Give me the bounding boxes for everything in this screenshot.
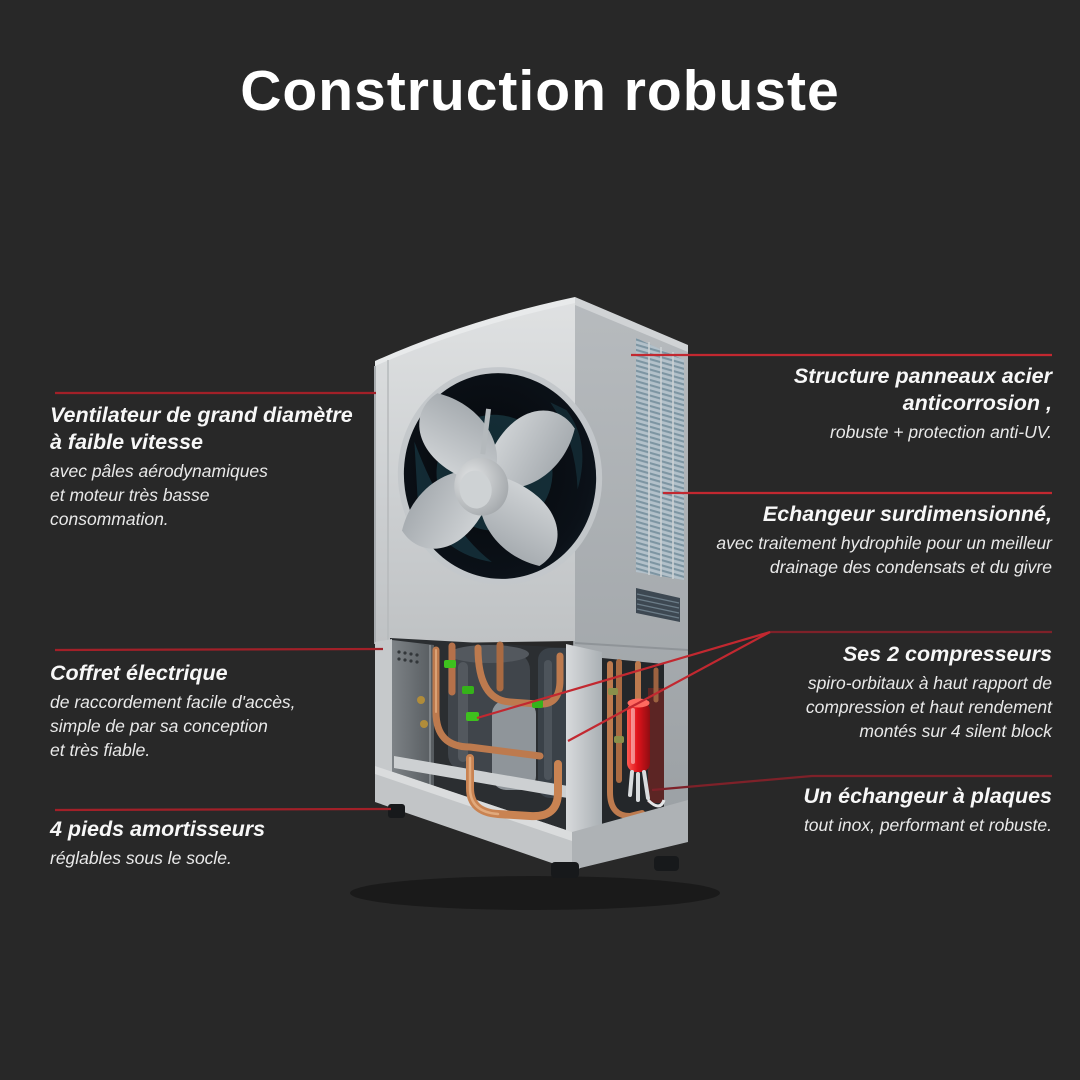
annotation-body: de raccordement facile d'accès, simple d…	[50, 692, 296, 761]
corner-post-left	[375, 639, 392, 800]
top-edge-side	[575, 297, 688, 352]
annotation-heading: Coffret électrique	[50, 661, 228, 685]
annotation-body: robuste + protection anti-UV.	[830, 422, 1052, 443]
leader-feet	[54, 807, 392, 812]
electrical-box	[392, 640, 434, 786]
annotation-heading: 4 pieds amortisseurs	[50, 817, 266, 841]
leader-lines	[54, 353, 1052, 812]
mounting-rail	[394, 756, 568, 798]
annotation-heading: Echangeur surdimensionné,	[762, 502, 1052, 526]
annotation-heading: Structure panneaux acier anticorrosion ,	[793, 364, 1052, 416]
annotation-heading: Ventilateur de grand diamètre à faible v…	[50, 403, 353, 455]
red-receiver	[627, 698, 650, 802]
annotation-heading: Ses 2 compresseurs	[842, 642, 1052, 666]
annotation-heading: Un échangeur à plaques	[803, 784, 1052, 808]
side-opening	[602, 658, 666, 848]
fan-blades	[402, 393, 575, 567]
fan	[397, 367, 603, 585]
annotation-fan: Ventilateur de grand diamètre à faible v…	[50, 402, 353, 532]
base-feet	[388, 804, 679, 878]
leader-electrical-box	[54, 647, 384, 652]
annotation-plate-exchanger: Un échangeur à plaques tout inox, perfor…	[803, 783, 1052, 837]
annotation-compressors: Ses 2 compresseurs spiro-orbitaux à haut…	[806, 641, 1052, 744]
leader-compressor-2	[567, 631, 771, 742]
annotation-body: spiro-orbitaux à haut rapport de compres…	[805, 673, 1052, 742]
air-grille	[636, 338, 684, 580]
copper-pipe	[607, 661, 645, 820]
page-title: Construction robuste	[240, 59, 840, 123]
copper-pipes	[432, 641, 564, 821]
corner-post-right	[566, 644, 602, 877]
floor-shadow	[350, 876, 720, 910]
annotation-body: réglables sous le socle.	[50, 848, 232, 869]
annotation-feet: 4 pieds amortisseurs réglables sous le s…	[50, 816, 265, 870]
leader-compressor-1	[476, 630, 771, 720]
annotation-body: avec pâles aérodynamiques et moteur très…	[50, 461, 268, 530]
annotation-body: tout inox, performant et robuste.	[803, 815, 1052, 836]
leader-plate-exchanger	[651, 774, 1052, 792]
compressor-scroll	[492, 700, 536, 790]
valve-clips	[417, 660, 543, 728]
annotation-structure: Structure panneaux acier anticorrosion ,…	[794, 363, 1052, 444]
annotation-electrical-box: Coffret électrique de raccordement facil…	[50, 660, 296, 763]
annotation-exchanger: Echangeur surdimensionné, avec traitemen…	[716, 501, 1052, 579]
annotation-body: avec traitement hydrophile pour un meill…	[716, 533, 1052, 578]
